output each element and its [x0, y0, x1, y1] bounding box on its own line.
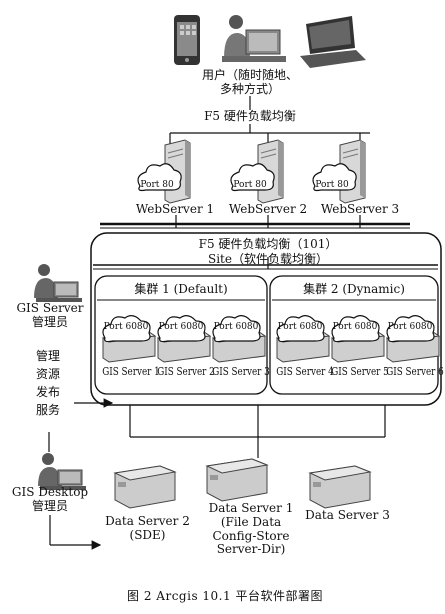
- gis-server-3-name-text: GIS Server 3: [212, 365, 270, 378]
- gis-server-1-port: Port 6080: [103, 322, 149, 332]
- f5-top-label: F5 硬件负载均衡: [204, 109, 296, 123]
- admin-task-label: 管理 资源 发布 服务: [35, 349, 60, 417]
- gis-server-1-name: GIS Server 1: [95, 365, 160, 379]
- user-label: 用户（随时随地、 多种方式）: [201, 68, 298, 96]
- gis-server-3-icon: [211, 315, 267, 363]
- gis-server-3-port: Port 6080: [213, 322, 259, 332]
- laptop-icon: [300, 16, 366, 68]
- gis-server-6-port: Port 6080: [387, 322, 433, 332]
- gis-server-2-name-text: GIS Server 2: [157, 365, 215, 378]
- gis-server-6-name-text: GIS Server 6: [386, 365, 444, 378]
- data-server-1-label: Data Server 1 (File Data Config-Store Se…: [208, 501, 294, 557]
- gis-server-3-cloud-icon: [212, 315, 261, 343]
- user-at-computer-icon: [222, 15, 286, 62]
- site-box: [90, 232, 442, 406]
- web-server-1-port: Port 80: [140, 180, 174, 190]
- figure-caption: 图 2 Arcgis 10.1 平台软件部署图: [127, 589, 323, 603]
- web-server-3-cloud-icon: [312, 163, 357, 192]
- cluster-1-label: 集群 1 (Default): [134, 282, 228, 296]
- gis-server-1-name-text: GIS Server 1: [102, 365, 160, 378]
- data-server-2-label: Data Server 2 (SDE): [105, 514, 190, 542]
- gis-server-1-cloud-icon: [102, 315, 151, 343]
- site-f5-label: F5 硬件负载均衡（101）: [198, 237, 338, 251]
- gis-server-2-port: Port 6080: [158, 322, 204, 332]
- gis-server-admin-label: GIS Server 管理员: [16, 301, 84, 329]
- gis-server-4-icon: [275, 315, 331, 363]
- gis-server-5-name: GIS Server 5: [324, 365, 389, 379]
- web-server-3-port: Port 80: [315, 180, 349, 190]
- gis-server-4-port: Port 6080: [277, 322, 323, 332]
- gis-server-5-cloud-icon: [331, 315, 380, 343]
- gis-server-4-cloud-icon: [276, 315, 325, 343]
- web-server-3-name: WebServer 3: [320, 202, 400, 216]
- web-server-1-name: WebServer 1: [135, 202, 215, 216]
- gis-server-5-port: Port 6080: [332, 322, 378, 332]
- gis-server-6-icon: [385, 315, 441, 363]
- gis-server-2-name: GIS Server 2: [150, 365, 215, 379]
- data-server-1-icon: [205, 458, 269, 502]
- gis-server-3-name: GIS Server 3: [205, 365, 270, 379]
- web-server-1-cloud-icon: [137, 163, 182, 192]
- gis-server-5-icon: [330, 315, 386, 363]
- gis-server-4-name-text: GIS Server 4: [276, 365, 334, 378]
- cluster-2-label: 集群 2 (Dynamic): [303, 282, 405, 296]
- gis-server-admin-icon: [34, 264, 82, 302]
- phone-icon: [174, 15, 200, 65]
- data-server-3-label: Data Server 3: [305, 508, 390, 522]
- gis-server-6-name: GIS Server 6: [379, 365, 444, 379]
- web-server-2-port: Port 80: [233, 180, 267, 190]
- data-server-2-icon: [113, 465, 177, 509]
- web-server-2-cloud-icon: [230, 163, 275, 192]
- gis-desktop-admin-label: GIS Desktop 管理员: [11, 485, 89, 513]
- gis-server-2-cloud-icon: [157, 315, 206, 343]
- cluster-1-box: [94, 275, 268, 395]
- data-server-3-icon: [308, 465, 372, 509]
- web-server-2-name: WebServer 2: [228, 202, 308, 216]
- site-label: Site（软件负载均衡）: [208, 252, 328, 266]
- gis-server-1-icon: [101, 315, 157, 363]
- gis-server-4-name: GIS Server 4: [269, 365, 334, 379]
- gis-server-2-icon: [156, 315, 212, 363]
- gis-desktop-admin-icon: [38, 453, 86, 490]
- gis-server-6-cloud-icon: [386, 315, 435, 343]
- gis-server-5-name-text: GIS Server 5: [331, 365, 389, 378]
